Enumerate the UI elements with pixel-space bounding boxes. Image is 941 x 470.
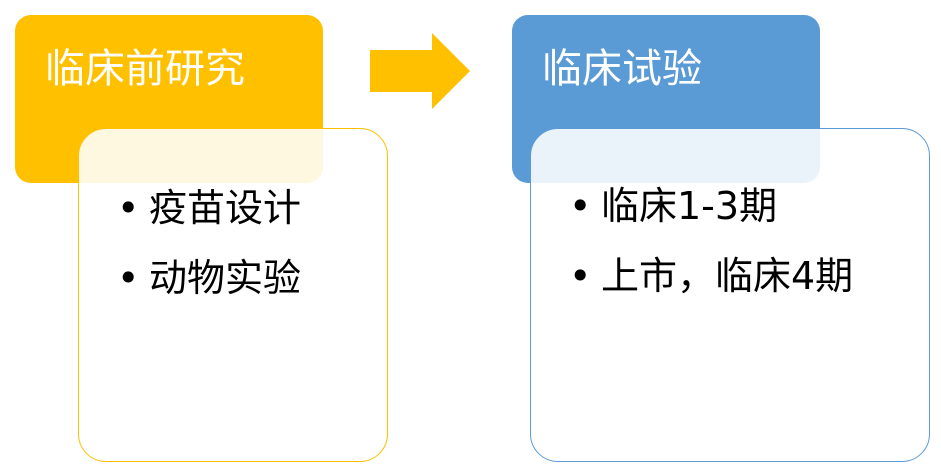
stage2-card: 临床1-3期 上市，临床4期 bbox=[530, 128, 930, 462]
list-item: 疫苗设计 bbox=[117, 173, 301, 243]
stage1-card: 疫苗设计 动物实验 bbox=[78, 128, 388, 462]
list-item: 临床1-3期 bbox=[569, 173, 879, 239]
stage2-list: 临床1-3期 上市，临床4期 bbox=[569, 173, 879, 307]
stage2-title: 临床试验 bbox=[542, 46, 702, 92]
arrow-right-icon bbox=[370, 33, 470, 109]
list-item: 动物实验 bbox=[117, 243, 301, 313]
stage1-title: 临床前研究 bbox=[45, 46, 245, 92]
stage1-list: 疫苗设计 动物实验 bbox=[117, 173, 301, 313]
list-item: 上市，临床4期 bbox=[569, 245, 879, 307]
